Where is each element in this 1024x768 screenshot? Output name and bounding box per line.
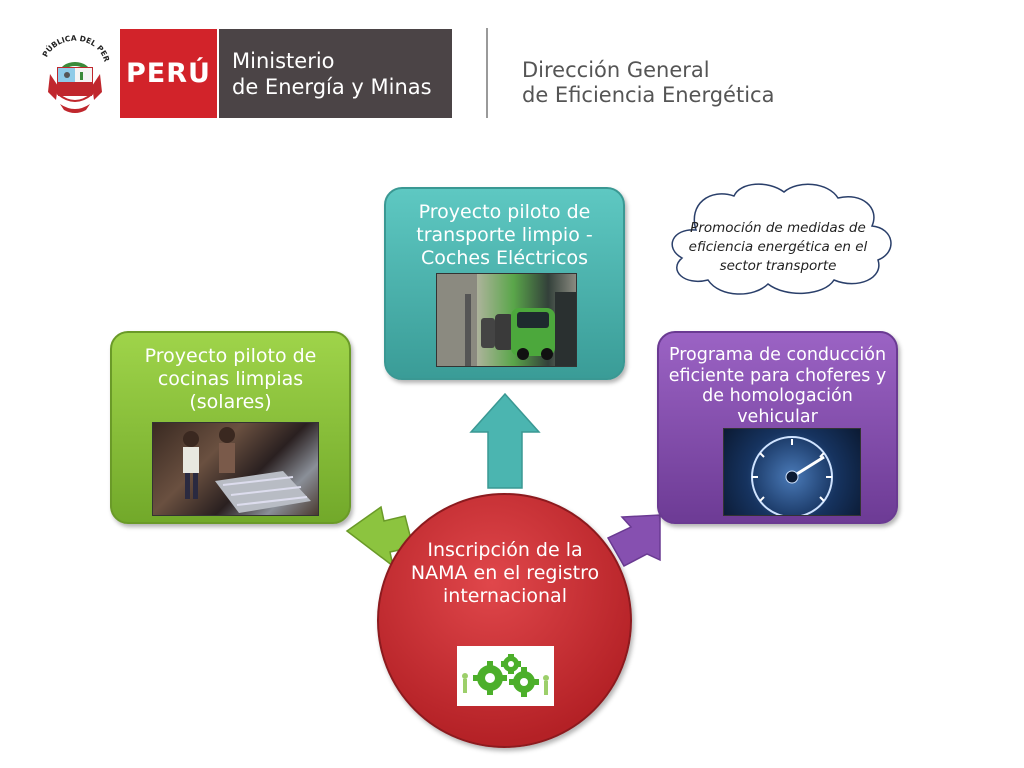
diagram-box-electric-cars: Proyecto piloto de transporte limpio - C… [384,187,625,380]
solar-cookers-image [152,422,319,516]
box-title-solar-cookers: Proyecto piloto de cocinas limpias (sola… [144,345,317,413]
electric-cars-image [436,273,577,367]
diagram-box-efficient-driving: Programa de conducción eficiente para ch… [657,331,898,524]
coat-of-arms-icon: REPÚBLICA DEL PERÚ [36,30,111,113]
country-label: PERÚ [126,58,211,89]
center-title: Inscripción de la NAMA en el registro in… [410,539,600,607]
header-divider [486,28,488,118]
cloud-text: Promoción de medidas de eficiencia energ… [688,220,868,274]
directorate-line1: Dirección General [522,58,710,82]
peru-logo: PERÚ [120,29,217,118]
directorate-title: Dirección General de Eficiencia Energéti… [522,58,774,108]
diagram-center-circle [377,493,632,748]
ministry-logo: Ministerio de Energía y Minas [219,29,452,118]
ministry-line1: Ministerio [232,48,335,73]
arrow-right-purple [606,514,661,567]
box-title-efficient-driving: Programa de conducción eficiente para ch… [668,345,887,427]
arrow-up-teal [469,392,541,489]
directorate-line2: de Eficiencia Energética [522,83,775,107]
speedometer-image [723,428,861,518]
ministry-line2: de Energía y Minas [232,74,432,99]
cloud-callout [671,183,892,295]
diagram-box-solar-cookers: Proyecto piloto de cocinas limpias (sola… [110,331,351,524]
box-title-electric-cars: Proyecto piloto de transporte limpio - C… [416,201,593,269]
gears-image [457,646,554,706]
